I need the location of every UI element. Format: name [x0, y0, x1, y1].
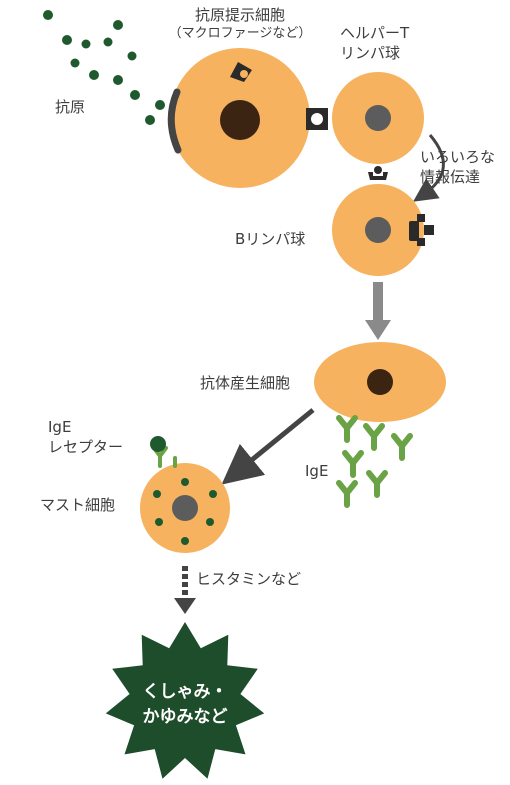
b-cell-nucleus: [365, 217, 391, 243]
label-ige-receptor-1: IgE: [48, 418, 72, 436]
label-ige-receptor-2: レセプター: [48, 438, 124, 456]
label-mast-cell: マスト細胞: [40, 496, 116, 514]
mast-cell: [140, 436, 230, 553]
label-ige: IgE: [305, 462, 329, 480]
label-info-1: いろいろな: [420, 148, 496, 166]
apc-membrane-receptor: [167, 88, 182, 154]
info-transfer-arrow: [413, 134, 445, 202]
apc-nucleus: [220, 100, 260, 140]
helper-t-cell: [332, 72, 424, 180]
label-symptom-1: くしゃみ・: [142, 682, 228, 702]
b-cell: [332, 184, 434, 276]
mast-nucleus: [172, 495, 198, 521]
differentiation-arrow: [365, 282, 391, 340]
label-plasma-cell: 抗体産生細胞: [200, 374, 291, 392]
label-info-2: 情報伝達: [420, 168, 481, 186]
t-cell-signal-connector: [368, 172, 388, 180]
label-antigen: 抗原: [55, 98, 86, 116]
label-helper-t-2: リンパ球: [340, 44, 401, 62]
label-histamine: ヒスタミンなど: [196, 570, 302, 588]
label-b-cell: Bリンパ球: [235, 230, 306, 248]
antigen-presenting-cell: [167, 48, 328, 188]
ige-antibodies: [336, 415, 413, 508]
antigen-particles: [43, 10, 165, 125]
helper-t-nucleus: [365, 105, 391, 131]
plasma-nucleus: [367, 369, 393, 395]
label-symptom-2: かゆみなど: [142, 707, 228, 727]
symptom-burst: [105, 622, 265, 779]
plasma-cell: [314, 342, 446, 422]
bound-antigen: [150, 436, 166, 452]
label-apc-title: 抗原提示細胞: [194, 6, 285, 24]
ige-receptor-on-mast: [152, 446, 177, 468]
label-helper-t-1: ヘルパーT: [340, 24, 410, 42]
release-arrow: [174, 566, 196, 614]
b-cell-receptor: [409, 214, 434, 246]
mast-granules: [153, 478, 217, 545]
ige-binding-arrow: [221, 408, 315, 485]
label-apc-sub: （マクロファージなど）: [168, 26, 312, 41]
